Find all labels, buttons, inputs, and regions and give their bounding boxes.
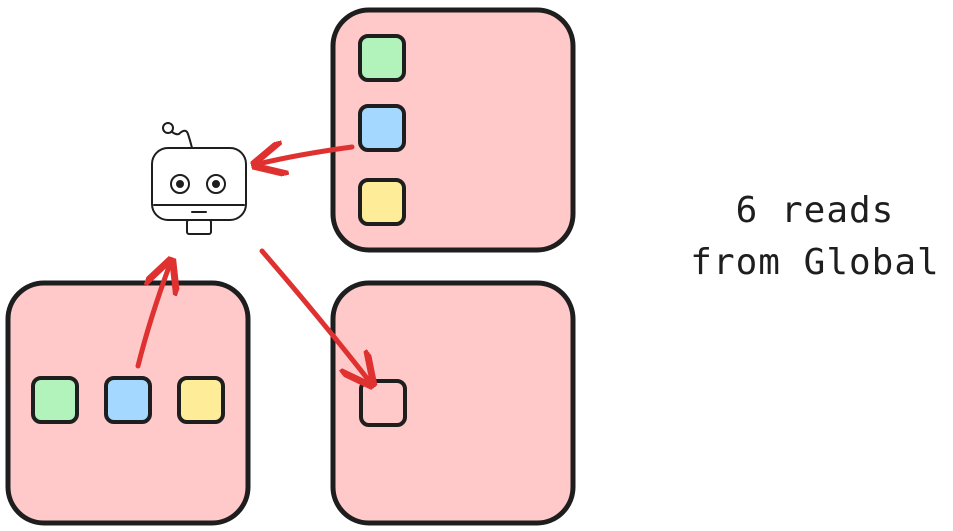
block-bottom-left bbox=[5, 280, 251, 526]
block-top-right bbox=[330, 7, 576, 253]
arrow-blue-bottom-to-robot bbox=[135, 264, 170, 369]
caption-line-2: from Global bbox=[690, 242, 940, 283]
arrow-blue-to-robot bbox=[258, 147, 355, 164]
empty-square bbox=[359, 379, 407, 427]
read-arrows bbox=[135, 147, 370, 382]
block-bottom-right bbox=[330, 280, 576, 526]
caption: 6 reads from Global bbox=[690, 185, 940, 289]
yellow-square bbox=[358, 178, 406, 226]
blue-square bbox=[358, 104, 406, 152]
yellow-square bbox=[177, 376, 225, 424]
green-square bbox=[358, 34, 406, 82]
arrow-robot-to-empty bbox=[259, 248, 370, 382]
blue-square bbox=[104, 376, 152, 424]
robot-icon bbox=[151, 122, 247, 235]
green-square bbox=[31, 376, 79, 424]
caption-line-1: 6 reads bbox=[735, 190, 895, 231]
